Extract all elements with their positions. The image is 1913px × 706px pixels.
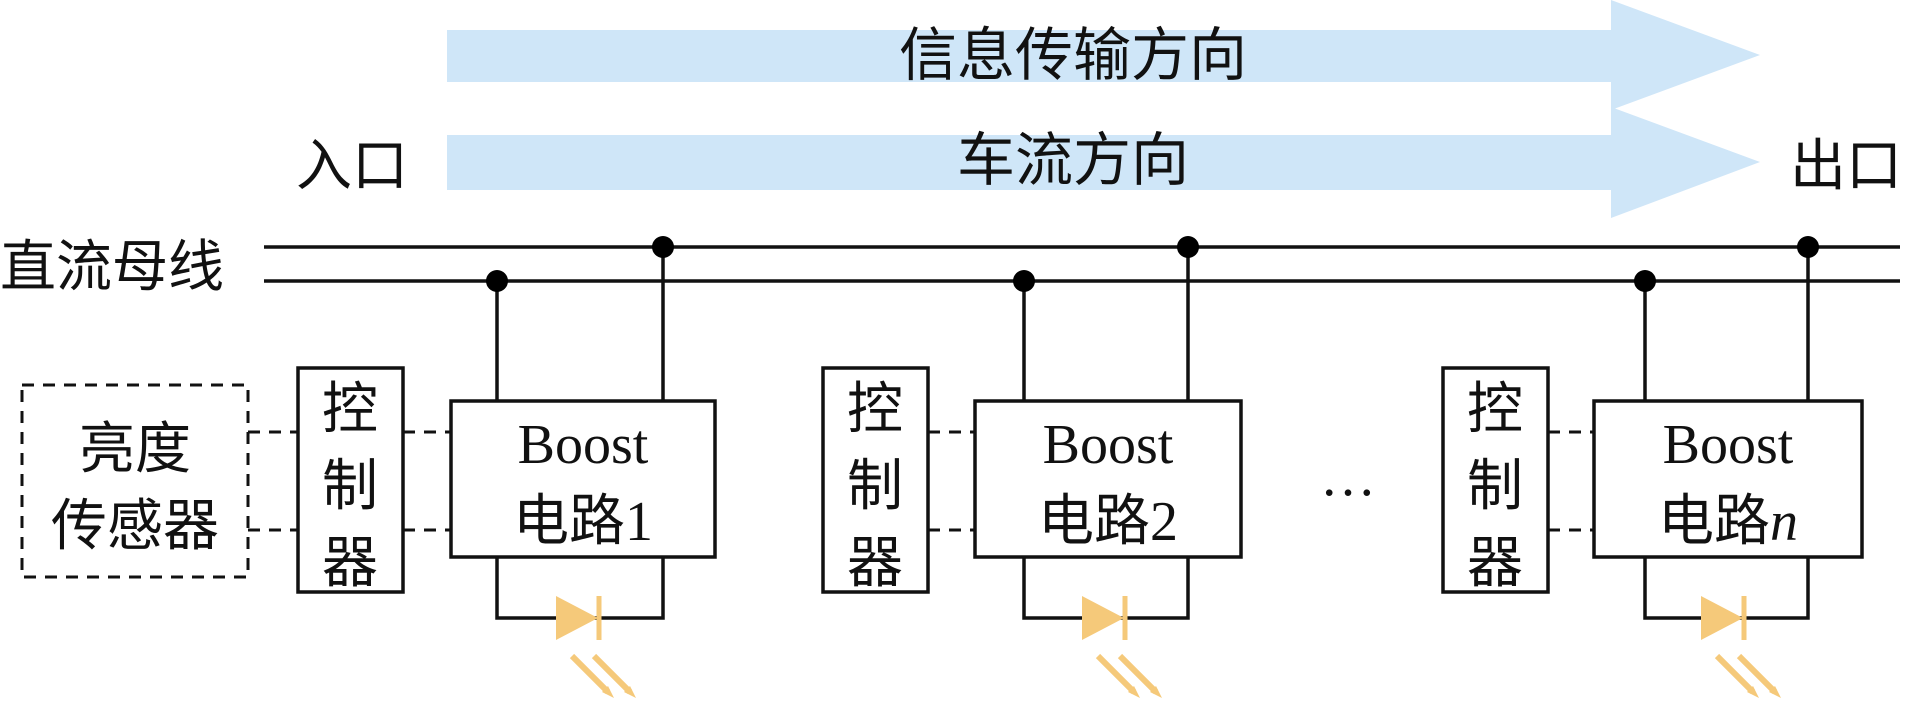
- bus-junction-lower: [1634, 270, 1656, 292]
- bus-junction-lower: [486, 270, 508, 292]
- sensor-label-line1: 亮度: [79, 419, 191, 481]
- boost-circuit-box: [449, 399, 717, 559]
- info-direction-label: 信息传输方向: [899, 23, 1247, 88]
- controller-box: [821, 366, 930, 594]
- controller-char-1: 控: [847, 379, 903, 441]
- controller-char-2: 制: [1467, 456, 1523, 518]
- controller-char-1: 控: [1467, 379, 1523, 441]
- traffic-direction-arrow: [447, 107, 1760, 218]
- bus-junction-upper: [652, 236, 674, 258]
- stage-n: 控 制 器 Boost 电路n: [1441, 236, 1864, 698]
- controller-char-3: 器: [322, 533, 378, 595]
- bus-junction-lower: [1013, 270, 1035, 292]
- boost-label-line2: 电路n: [1658, 491, 1798, 553]
- led-icon: [1082, 596, 1162, 698]
- boost-circuit-box: [1592, 399, 1864, 559]
- bus-junction-upper: [1797, 236, 1819, 258]
- controller-char-2: 制: [322, 456, 378, 518]
- controller-char-1: 控: [322, 379, 378, 441]
- controller-char-2: 制: [847, 456, 903, 518]
- boost-label-line1: Boost: [1043, 414, 1174, 476]
- stage-ellipsis: …: [1320, 446, 1376, 508]
- stage-2: 控 制 器 Boost 电路2: [821, 236, 1243, 698]
- boost-label-line1: Boost: [518, 414, 649, 476]
- traffic-direction-label: 车流方向: [957, 128, 1189, 193]
- info-direction-arrow: [447, 0, 1760, 110]
- led-loop-wire: [1643, 557, 1810, 620]
- stage-1: 控 制 器 Boost 电路1: [296, 236, 717, 698]
- controller-box: [296, 366, 405, 594]
- controller-char-3: 器: [847, 533, 903, 595]
- controller-char-3: 器: [1467, 533, 1523, 595]
- boost-label-line2: 电路2: [1038, 491, 1178, 553]
- exit-label: 出口: [1790, 136, 1902, 198]
- entrance-label: 入口: [296, 136, 408, 198]
- led-icon: [1701, 596, 1781, 698]
- brightness-sensor-box: [20, 383, 250, 579]
- controller-box: [1441, 366, 1550, 594]
- bus-junction-upper: [1177, 236, 1199, 258]
- boost-label-line1: Boost: [1663, 414, 1794, 476]
- boost-label-line2: 电路1: [513, 491, 653, 553]
- dc-bus-label: 直流母线: [0, 237, 224, 299]
- led-icon: [556, 596, 636, 698]
- boost-circuit-box: [973, 399, 1243, 559]
- sensor-label-line2: 传感器: [51, 496, 219, 558]
